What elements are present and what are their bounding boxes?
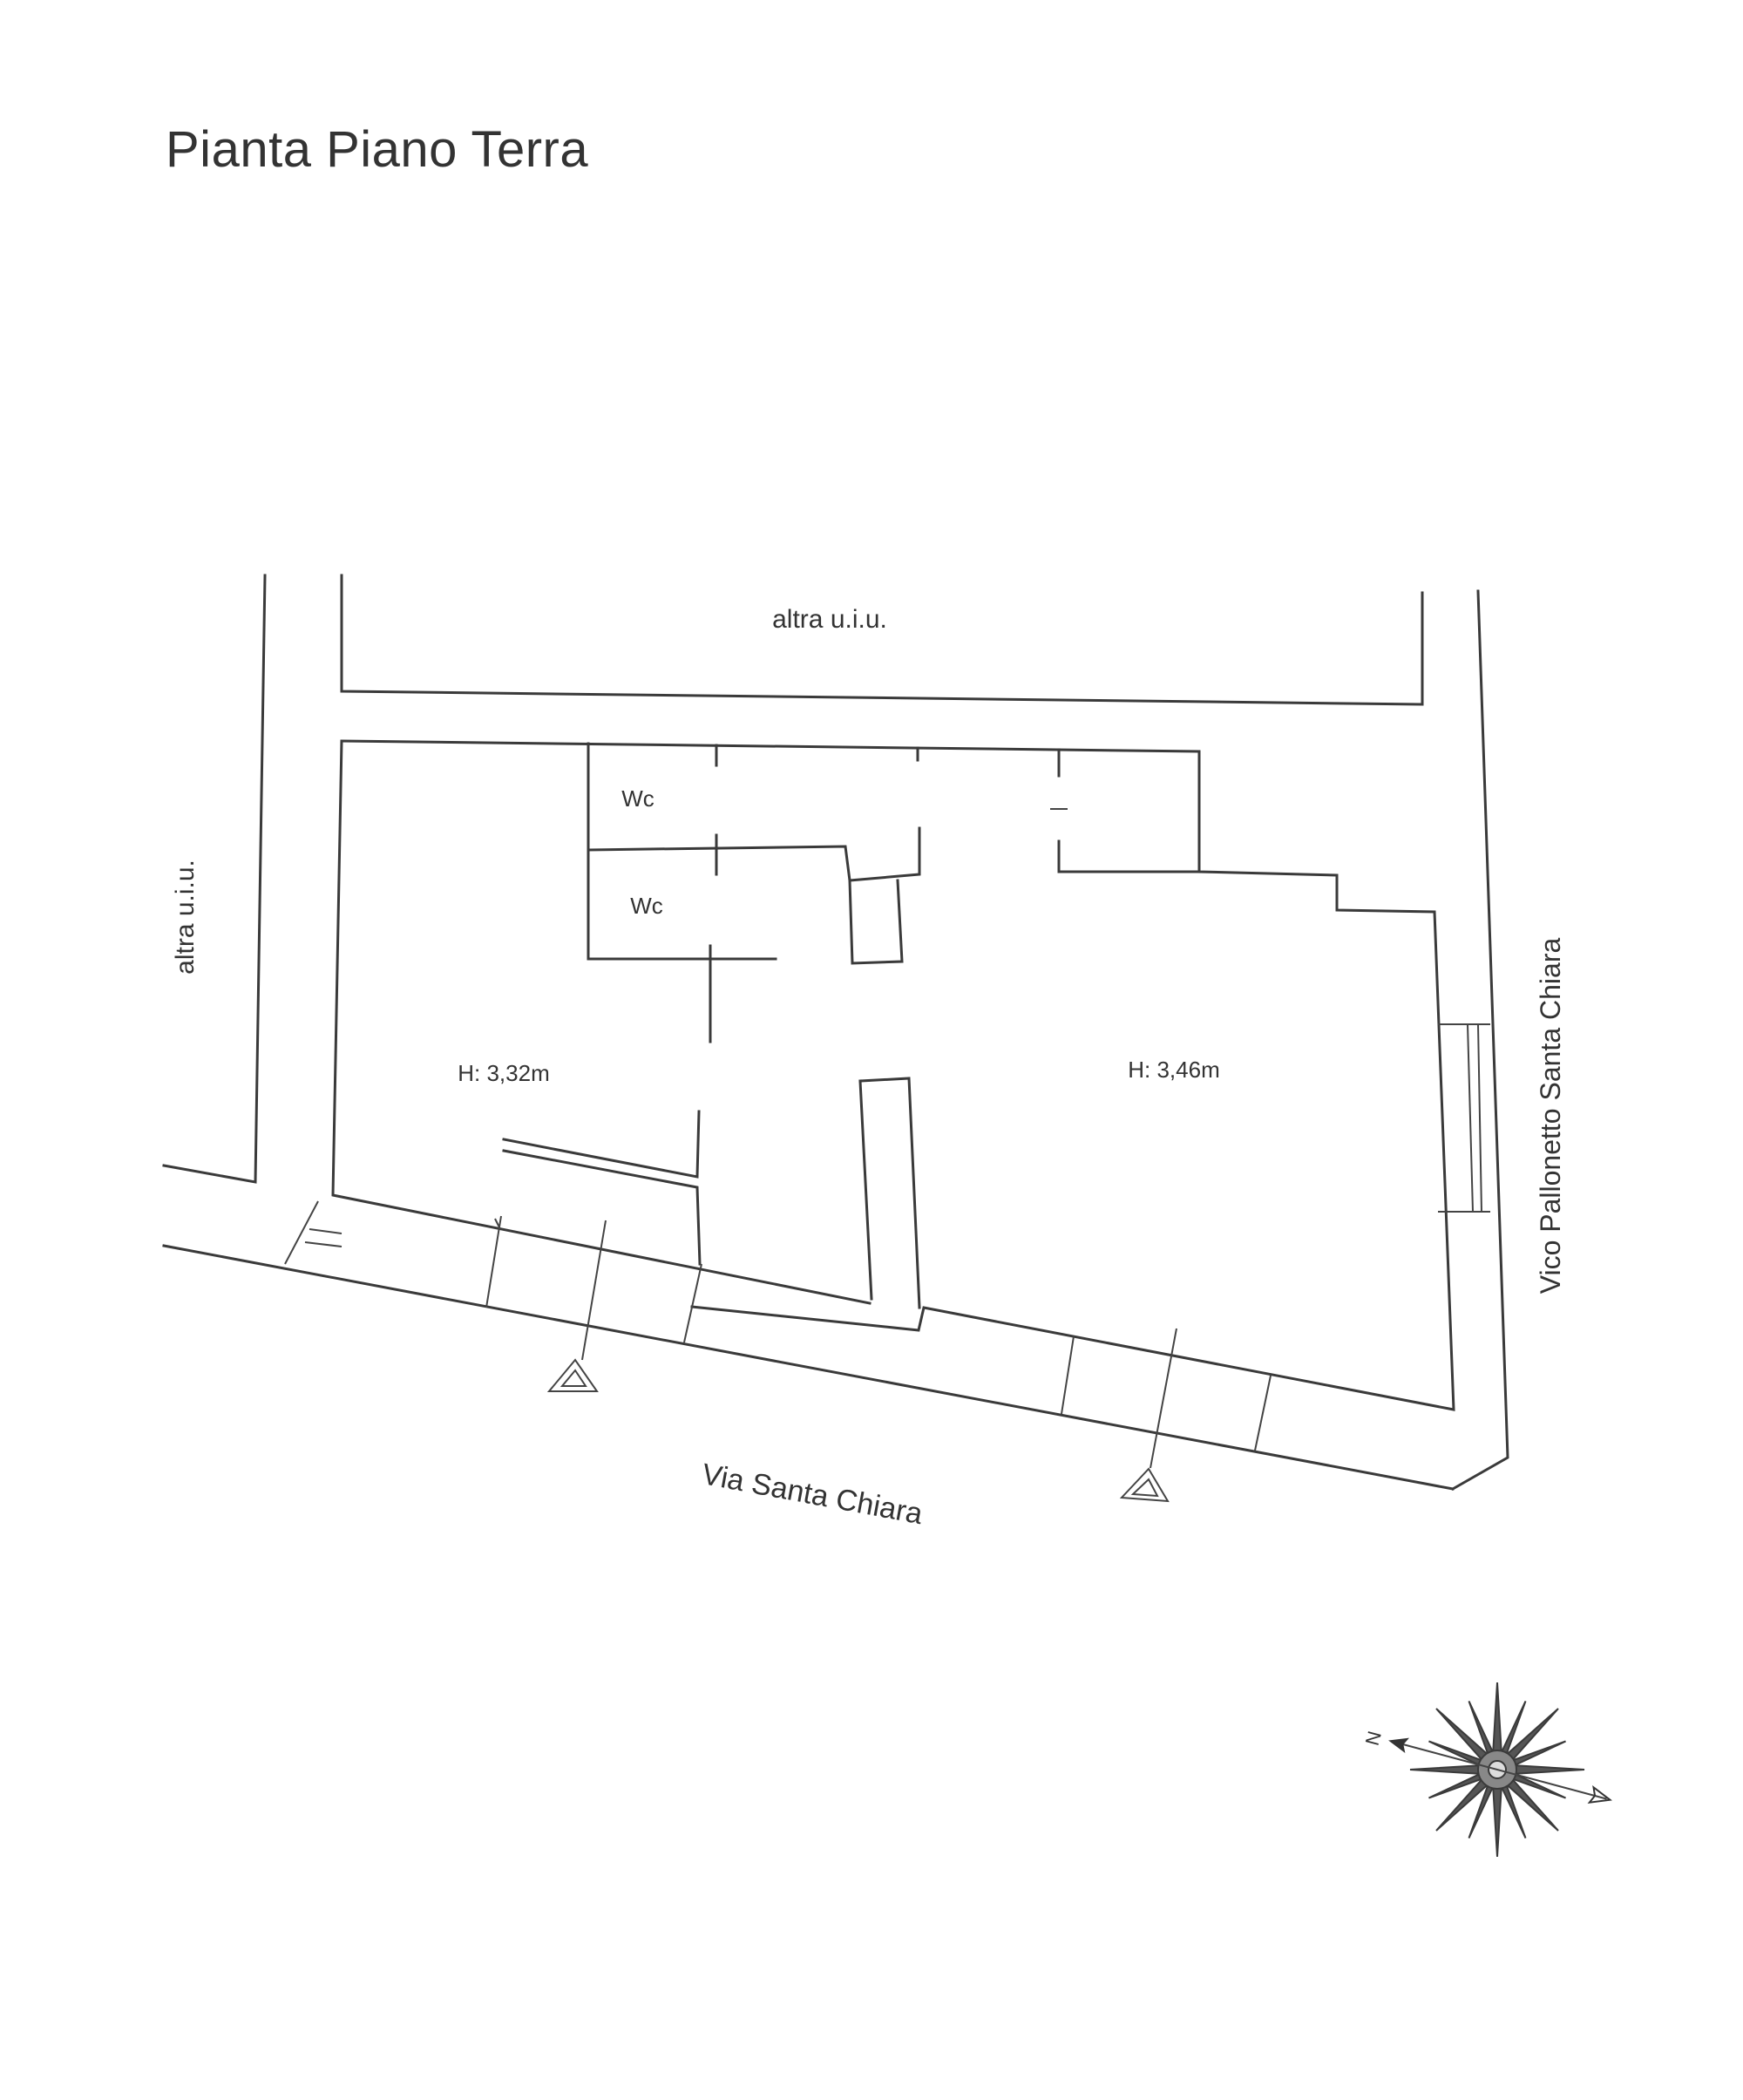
south-street-label: Via Santa Chiara (699, 1458, 925, 1531)
room-label-wc-2: Wc (630, 893, 663, 919)
room-height-left: H: 3,32m (458, 1060, 550, 1086)
entrance-marker-left (546, 1220, 607, 1392)
building-outline (331, 739, 1455, 1411)
adjacent-unit-left: altra u.i.u. (162, 574, 267, 1184)
compass-needle (1388, 1737, 1612, 1804)
adjacent-unit-top-label: altra u.i.u. (772, 605, 887, 634)
east-street-edge: Vico Pallonetto Santa Chiara (1450, 589, 1566, 1492)
compass-rose: N (1361, 1682, 1612, 1858)
south-street-edge: Via Santa Chiara (162, 1244, 1455, 1531)
sidewalk-lines (485, 1215, 1272, 1451)
room-label-wc-1: Wc (621, 785, 654, 812)
adjacent-unit-top: altra u.i.u. (340, 574, 1424, 706)
internal-walls (284, 742, 1490, 1309)
compass-north-label: N (1361, 1729, 1386, 1748)
room-height-right: H: 3,46m (1128, 1057, 1220, 1083)
page-title: Pianta Piano Terra (166, 121, 589, 178)
adjacent-unit-left-label: altra u.i.u. (171, 860, 200, 975)
entrance-marker-right (1119, 1328, 1177, 1503)
east-street-label: Vico Pallonetto Santa Chiara (1535, 938, 1566, 1295)
